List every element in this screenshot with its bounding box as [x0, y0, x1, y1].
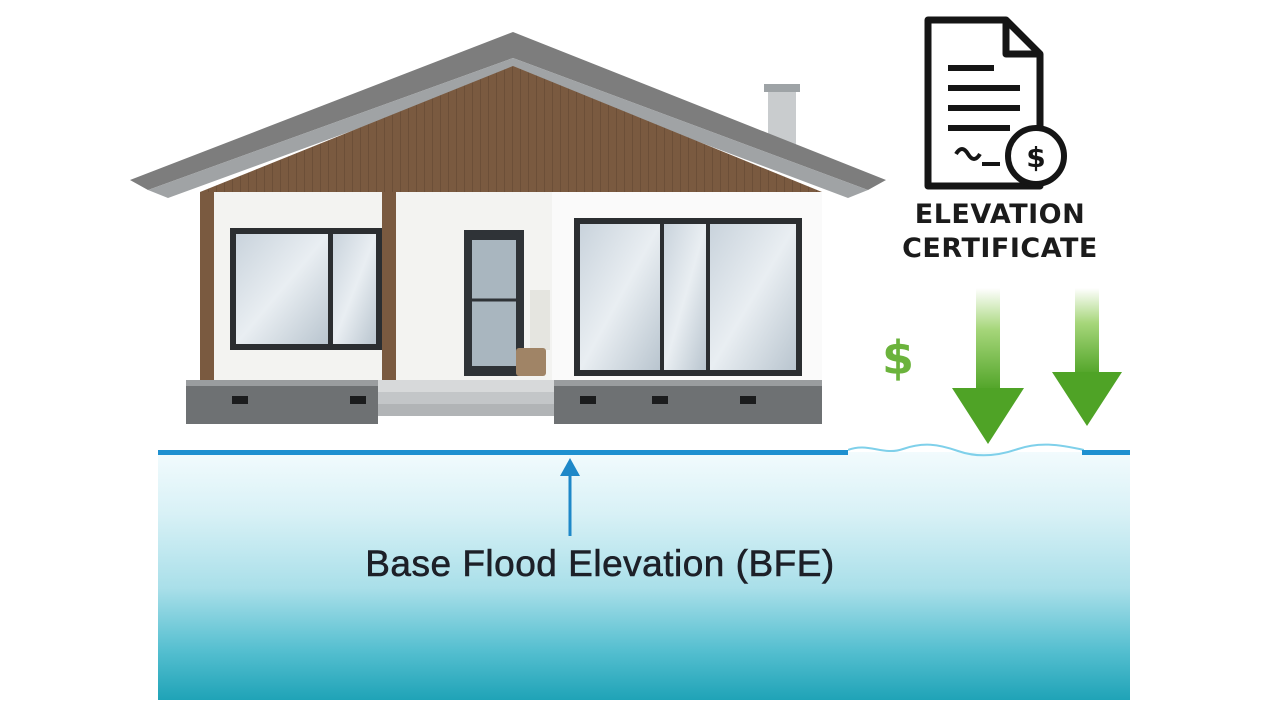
- bfe-label: Base Flood Elevation (BFE): [365, 543, 835, 585]
- up-arrow-icon: [560, 458, 580, 536]
- certificate-title: ELEVATION CERTIFICATE: [870, 198, 1130, 266]
- dollar-badge-icon: $: [1026, 141, 1046, 174]
- house-illustration: [130, 32, 886, 424]
- certificate-title-line2: CERTIFICATE: [902, 233, 1098, 264]
- down-arrow-icon: [952, 288, 1024, 444]
- down-arrow-icon: [1052, 288, 1122, 426]
- bfe-line: [158, 450, 848, 455]
- certificate-title-line1: ELEVATION: [914, 199, 1086, 230]
- document-icon: [924, 16, 1067, 190]
- savings-dollar-icon: $: [881, 331, 914, 385]
- bfe-line-right: [1082, 450, 1130, 455]
- water-surface-wave: [848, 443, 1084, 457]
- floodwater: [158, 452, 1130, 700]
